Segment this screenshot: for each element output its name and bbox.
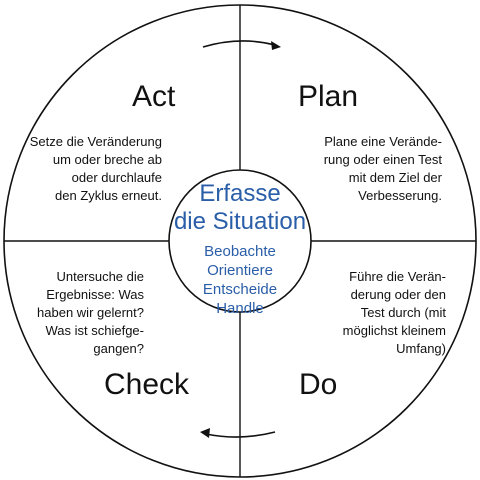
check-title: Check [104, 368, 190, 401]
top-arrow-icon [202, 40, 281, 50]
center-step-2: Orientiere [207, 262, 273, 279]
center-title-line1: Erfasse [199, 180, 281, 207]
bottom-arrow-icon [200, 428, 276, 438]
plan-title: Plan [298, 80, 359, 113]
center-step-1: Beobachte [204, 243, 276, 260]
do-description: Führe die Verän- derung oder den Test du… [342, 269, 446, 356]
do-title: Do [299, 368, 338, 401]
center-step-4: Handle [216, 300, 264, 317]
act-description: Setze die Veränderung um oder breche ab … [29, 134, 162, 203]
center-title-line2: die Situation [173, 208, 307, 235]
act-title: Act [132, 80, 176, 113]
inner-circle [168, 169, 312, 313]
center-step-3: Entscheide [202, 281, 278, 298]
check-description: Untersuche die Ergebnisse: Was haben wir… [37, 269, 144, 356]
plan-description: Plane eine Verände- rung oder einen Test… [323, 134, 442, 203]
